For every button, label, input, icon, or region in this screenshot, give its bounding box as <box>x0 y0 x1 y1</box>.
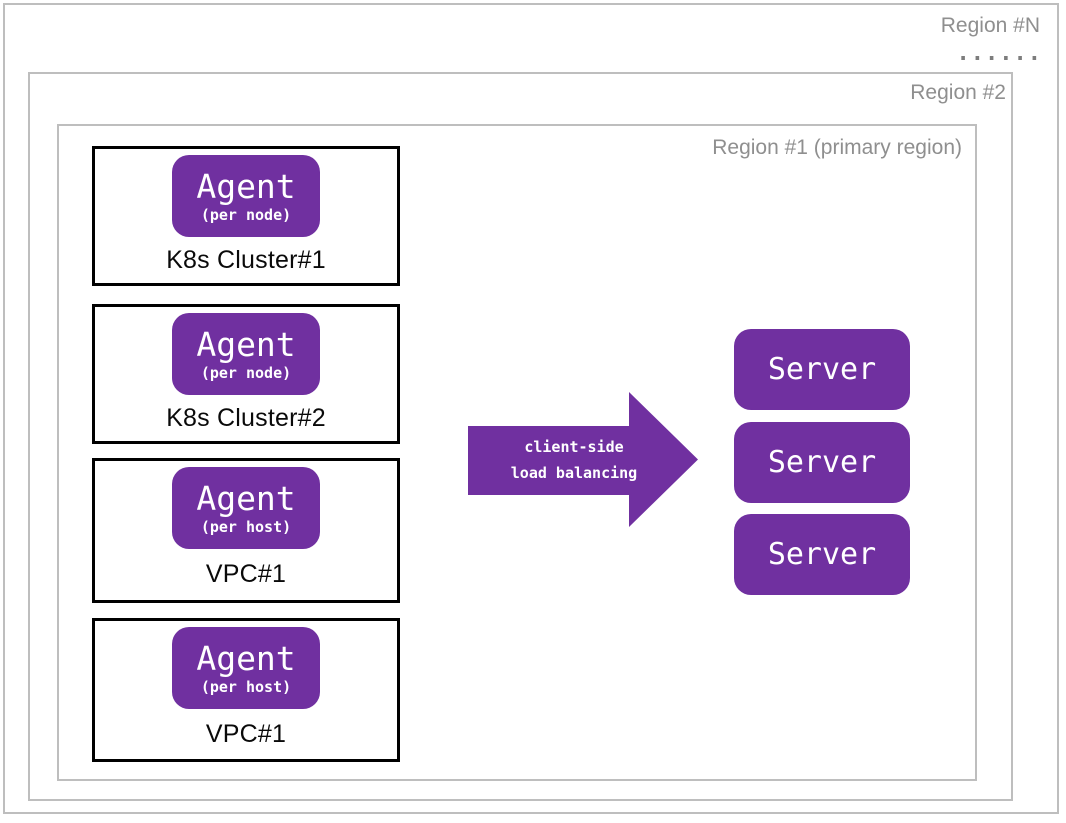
ellipsis-dots: ...... <box>956 41 1042 66</box>
agent-title: Agent <box>196 638 296 678</box>
arrow-caption-line2: load balancing <box>510 463 638 482</box>
agent-title: Agent <box>196 324 296 364</box>
region-1-label: Region #1 (primary region) <box>712 136 962 159</box>
agent-scope: (per host) <box>200 517 292 536</box>
agent-scope: (per node) <box>200 205 292 224</box>
region-n-box: Region #N ...... Region #2 Region #1 (pr… <box>3 3 1059 814</box>
cluster-label: K8s Cluster#1 <box>166 245 326 274</box>
region-1-box: Region #1 (primary region) Agent (per no… <box>57 124 977 781</box>
region-n-label: Region #N <box>940 14 1040 37</box>
region-2-box: Region #2 Region #1 (primary region) Age… <box>28 72 1013 801</box>
cluster-label: VPC#1 <box>205 719 287 748</box>
cluster-label: K8s Cluster#2 <box>166 403 326 432</box>
load-balancing-arrow: client-side load balancing <box>468 392 698 527</box>
cluster-box-vpc-2: Agent (per host) VPC#1 <box>92 618 400 762</box>
server-pill-3: Server <box>734 514 910 595</box>
cluster-box-k8s-1: Agent (per node) K8s Cluster#1 <box>92 146 400 286</box>
agent-title: Agent <box>196 478 296 518</box>
cluster-box-vpc-1: Agent (per host) VPC#1 <box>92 458 400 603</box>
region-2-label: Region #2 <box>910 81 1006 104</box>
cluster-label: VPC#1 <box>205 560 287 588</box>
cluster-box-k8s-2: Agent (per node) K8s Cluster#2 <box>92 304 400 444</box>
right-arrow-icon <box>468 392 698 527</box>
agent-scope: (per node) <box>200 363 292 382</box>
agent-pill: Agent (per node) <box>172 313 320 395</box>
server-pill-2: Server <box>734 422 910 503</box>
agent-pill: Agent (per host) <box>172 627 320 709</box>
arrow-caption-line1: client-side <box>524 437 624 456</box>
arrow-caption: client-side load balancing <box>468 434 680 486</box>
agent-pill: Agent (per host) <box>172 467 320 549</box>
agent-pill: Agent (per node) <box>172 155 320 237</box>
server-pill-1: Server <box>734 329 910 410</box>
agent-title: Agent <box>196 166 296 206</box>
agent-scope: (per host) <box>200 677 292 696</box>
